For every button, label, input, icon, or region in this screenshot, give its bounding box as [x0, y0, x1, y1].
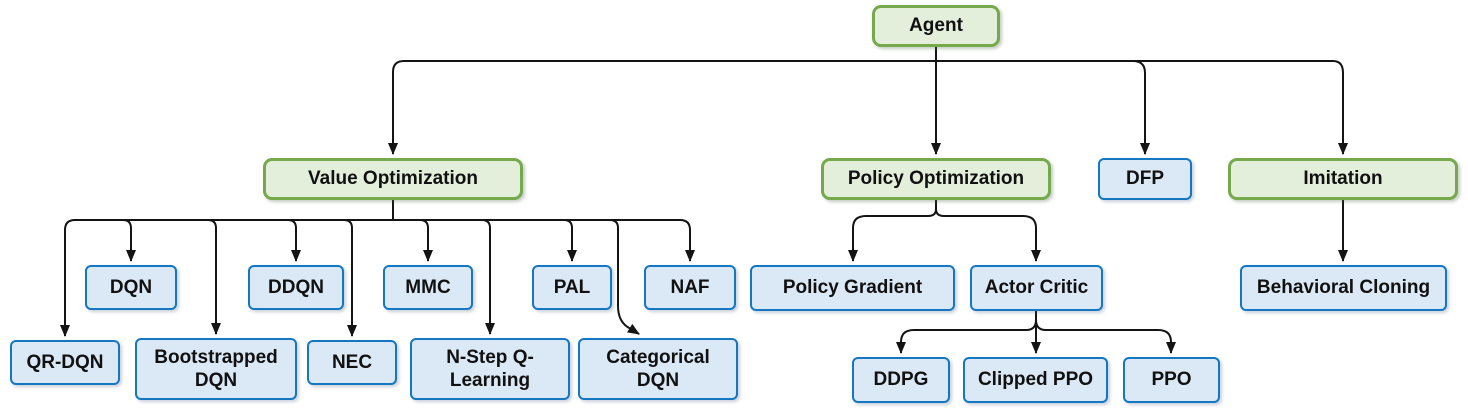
node-actor-critic-label: Actor Critic [984, 277, 1089, 299]
connector-to-n-step [481, 219, 495, 335]
node-dqn: DQN [85, 265, 177, 310]
node-n-step-q-learning: N-Step Q-Learning [410, 338, 570, 400]
node-agent-label: Agent [909, 15, 963, 37]
node-value-optimization: Value Optimization [263, 158, 523, 200]
node-ppo-label: PPO [1151, 369, 1192, 391]
node-nec: NEC [307, 340, 397, 385]
node-policy-gradient: Policy Gradient [750, 265, 955, 311]
connector-to-bootstrapped-dqn [207, 219, 221, 335]
connector-to-value-optimization [388, 60, 405, 155]
node-dfp: DFP [1098, 158, 1192, 200]
node-qr-dqn: QR-DQN [10, 340, 120, 385]
node-pal-label: PAL [553, 276, 591, 298]
node-ddpg-label: DDPG [873, 369, 929, 391]
node-naf: NAF [644, 265, 736, 310]
node-naf-label: NAF [670, 276, 710, 298]
connector-to-naf [679, 219, 695, 262]
node-policy-optimization: Policy Optimization [821, 158, 1051, 200]
node-imitation-label: Imitation [1303, 168, 1383, 190]
node-clipped-ppo-label: Clipped PPO [977, 369, 1094, 391]
node-dfp-label: DFP [1126, 168, 1164, 190]
connector-to-policy-gradient [848, 208, 937, 262]
node-bootstrapped-dqn-label: Bootstrapped DQN [154, 346, 278, 391]
connector-to-ddpg [896, 319, 1037, 354]
connector-to-pal [563, 219, 577, 262]
node-ddqn: DDQN [248, 265, 344, 310]
connector-to-dfp [1132, 60, 1150, 155]
node-n-step-q-learning-label: N-Step Q-Learning [446, 346, 534, 391]
node-behavioral-cloning-label: Behavioral Cloning [1256, 277, 1431, 299]
node-agent: Agent [872, 5, 1000, 47]
connector-to-ppo [1035, 319, 1176, 354]
connector-to-actor-critic [935, 208, 1041, 262]
node-actor-critic: Actor Critic [970, 265, 1103, 311]
node-ddpg: DDPG [852, 357, 950, 403]
node-policy-gradient-label: Policy Gradient [782, 277, 923, 299]
connector-to-categorical-dqn [609, 219, 640, 335]
node-dqn-label: DQN [109, 276, 153, 298]
connector-to-nec [343, 219, 357, 337]
node-ppo: PPO [1123, 357, 1220, 403]
node-categorical-dqn-label: Categorical DQN [606, 346, 710, 391]
node-behavioral-cloning: Behavioral Cloning [1240, 265, 1447, 311]
node-mmc-label: MMC [405, 276, 451, 298]
connector-to-dqn [122, 219, 136, 262]
node-policy-optimization-label: Policy Optimization [847, 168, 1025, 190]
node-bootstrapped-dqn: Bootstrapped DQN [135, 338, 297, 400]
node-mmc: MMC [383, 265, 473, 310]
node-imitation: Imitation [1228, 158, 1458, 200]
node-clipped-ppo: Clipped PPO [963, 357, 1108, 403]
connector-to-ddqn [287, 219, 301, 262]
node-nec-label: NEC [331, 351, 373, 373]
node-value-optimization-label: Value Optimization [308, 168, 478, 190]
connector-to-mmc [419, 219, 433, 262]
node-qr-dqn-label: QR-DQN [26, 351, 104, 373]
node-categorical-dqn: Categorical DQN [578, 338, 738, 400]
node-pal: PAL [532, 265, 612, 310]
connector-to-qr-dqn [60, 219, 76, 337]
node-ddqn-label: DDQN [268, 276, 324, 298]
connector-to-imitation [1332, 60, 1348, 155]
